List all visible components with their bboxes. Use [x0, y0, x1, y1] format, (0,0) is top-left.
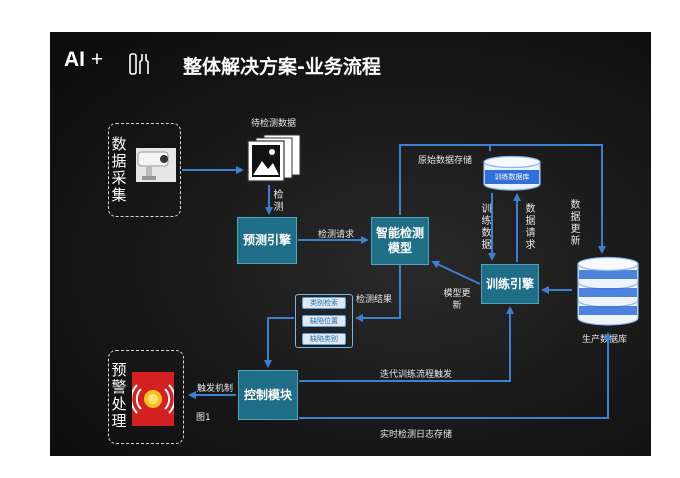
training-engine-node: 训练引擎 — [481, 264, 539, 304]
arrow-iterate-train — [299, 306, 514, 382]
detect-request-label: 检测请求 — [318, 230, 355, 240]
title-plus: + — [90, 48, 104, 71]
detect-result-label: 检测结果 — [356, 295, 393, 305]
detect-vertical-label: 检测 — [273, 190, 284, 213]
page-title: 整体解决方案-业务流程 — [183, 56, 381, 78]
camera-icon — [136, 148, 176, 182]
arrow-log-storage — [299, 332, 612, 419]
pending-data-label: 待检测数据 — [251, 119, 297, 129]
train-data-label: 训练数据 — [481, 204, 492, 251]
production-database-icon — [577, 256, 639, 326]
model-update-label: 模型更新 — [443, 289, 471, 311]
raw-storage-label: 原始数据存储 — [418, 156, 473, 166]
training-database-label: 训练数据库 — [485, 170, 539, 184]
title-ai-text: AI — [64, 48, 85, 71]
alarm-icon — [132, 372, 174, 426]
result-tag: 缺陷位置 — [302, 315, 346, 327]
image-stack-icon — [247, 134, 301, 182]
figure-label: 图1 — [196, 413, 211, 423]
result-tag: 类别检索 — [302, 297, 346, 309]
result-tag: 缺陷类别 — [302, 333, 346, 345]
data-collect-label: 数据采集 — [111, 135, 127, 204]
log-storage-label: 实时检测日志存储 — [380, 430, 453, 440]
arrow-result-to-control — [264, 317, 294, 368]
alert-handle-group — [108, 350, 184, 444]
slide-canvas: AI + 整体解决方案-业务流程 数据采集 待检测数据 预测引擎 智能检测模型 … — [50, 32, 651, 456]
tools-icon — [129, 53, 149, 75]
detection-result-panel — [295, 294, 353, 348]
control-module-node: 控制模块 — [238, 370, 298, 420]
iterate-train-label: 迭代训练流程触发 — [380, 370, 453, 380]
production-database-label: 生产数据库 — [582, 335, 628, 345]
alert-handle-label: 预警处理 — [111, 361, 127, 430]
trigger-label: 触发机制 — [197, 384, 234, 394]
arrow-detect-result — [355, 265, 401, 322]
arrow-model-update — [431, 260, 481, 285]
flow-arrows — [182, 144, 612, 419]
data-update-label: 数据更新 — [570, 200, 581, 247]
data-request-label: 数据请求 — [525, 204, 536, 251]
title-ai: AI + — [64, 48, 103, 72]
smart-detection-model-node: 智能检测模型 — [371, 217, 429, 265]
prediction-engine-node: 预测引擎 — [237, 217, 297, 264]
data-collect-group — [108, 123, 181, 217]
